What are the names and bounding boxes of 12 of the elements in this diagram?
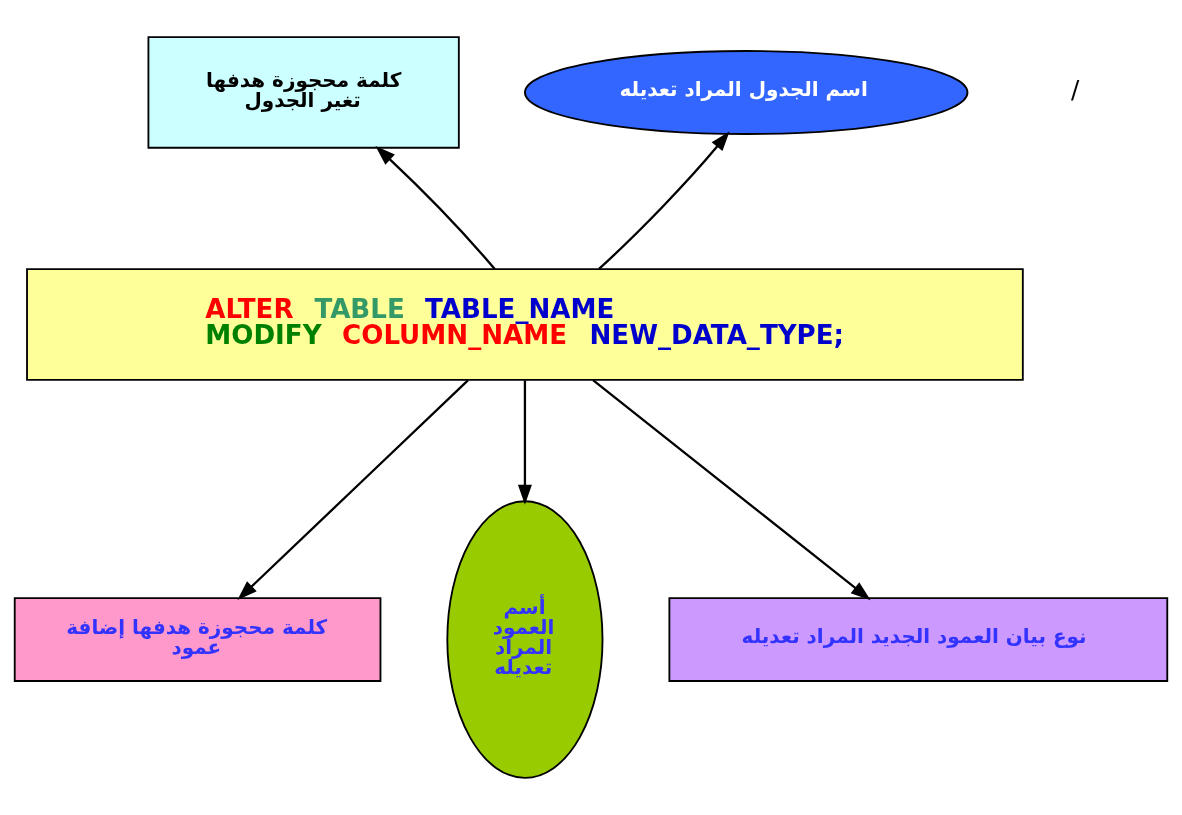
node-box: كلمة محجوزة هدفها إضافة عمود [13, 597, 382, 682]
node-box: كلمة محجوزة هدفها تغير الجدول [147, 36, 460, 149]
node-ellipse: اسم الجدول المراد تعديله [524, 50, 969, 135]
arrow [517, 380, 532, 505]
label: / [1070, 75, 1080, 105]
node-box: نوع بيان العمود الجديد المراد تعديله [668, 597, 1169, 682]
arrow [375, 145, 496, 270]
arrow [237, 379, 469, 601]
node-box: ALTER TABLE TABLE_NAME MODIFY COLUMN_NAME NEW_DATA_TYPE; [26, 268, 1024, 381]
arrow [592, 379, 871, 601]
arrow [598, 131, 730, 270]
node-ellipse: أسم العمود المراد تعديله [446, 500, 604, 779]
